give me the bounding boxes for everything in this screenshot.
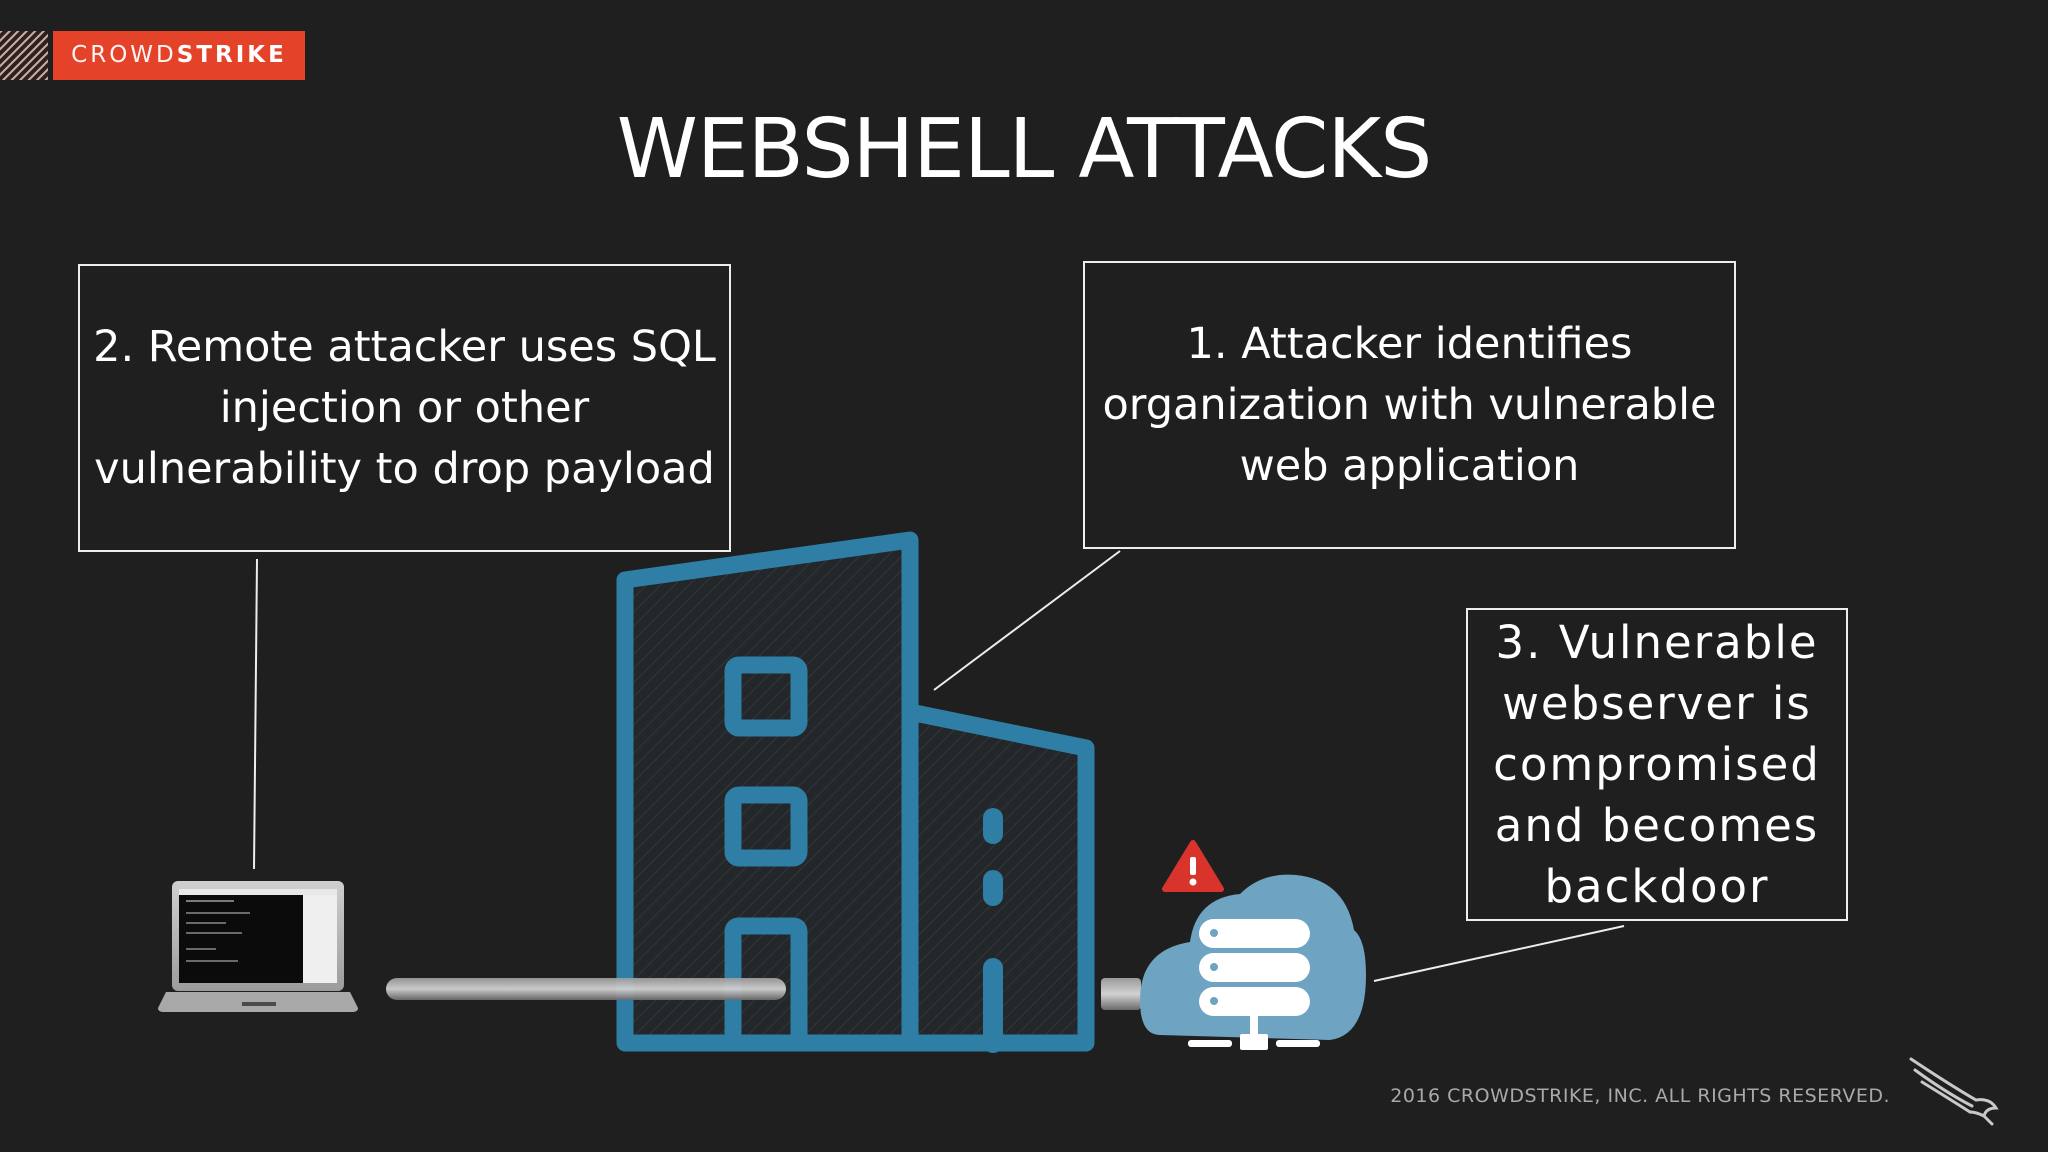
connector-line-step-3 — [1373, 925, 1625, 982]
callout-step-3: 3. Vulnerable webserver is compromised a… — [1466, 608, 1848, 921]
laptop-icon — [158, 881, 358, 1012]
building-icon — [616, 531, 1095, 1053]
crowdstrike-logo: CROWDSTRIKE — [53, 31, 305, 80]
callout-step-1: 1. Attacker identifies organization with… — [1083, 261, 1736, 549]
falcon-logo-icon — [1909, 1057, 1999, 1126]
connector-line-step-2 — [253, 558, 258, 870]
connection-pipe — [386, 978, 1141, 1010]
callout-step-2: 2. Remote attacker uses SQL injection or… — [78, 264, 731, 552]
brand-name-bold: STRIKE — [176, 42, 287, 68]
callout-step-3-text: 3. Vulnerable webserver is compromised a… — [1493, 616, 1821, 913]
footer-copyright: 2016 CROWDSTRIKE, INC. ALL RIGHTS RESERV… — [1390, 1085, 1890, 1107]
warning-icon — [1162, 840, 1224, 892]
connector-line-step-1 — [933, 550, 1121, 691]
brand-name-light: CROWD — [71, 42, 177, 68]
slide-title: WEBSHELL ATTACKS — [616, 102, 1433, 197]
callout-step-1-text: 1. Attacker identifies organization with… — [1102, 318, 1717, 491]
cloud-server-icon — [1140, 874, 1366, 1050]
brand-hatch-mark — [0, 31, 48, 80]
callout-step-2-text: 2. Remote attacker uses SQL injection or… — [93, 321, 716, 494]
